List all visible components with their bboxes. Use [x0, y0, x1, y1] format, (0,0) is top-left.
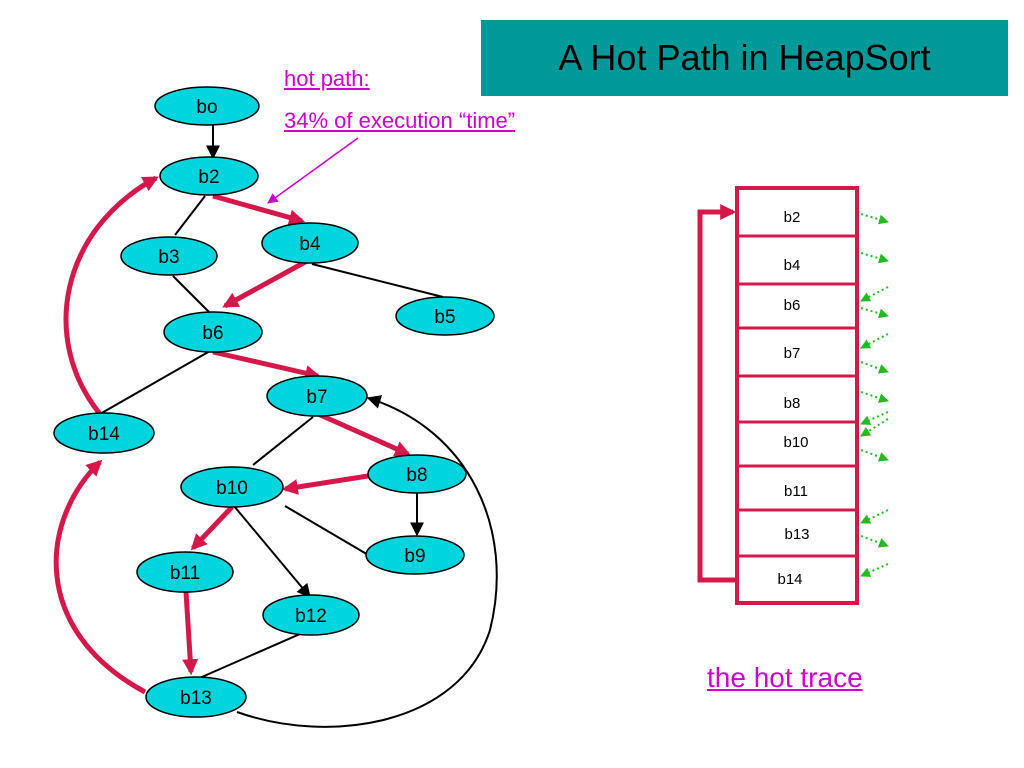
svg-text:b11: b11: [170, 563, 200, 584]
trace-block-8: b13: [784, 526, 809, 543]
svg-text:b9: b9: [404, 546, 425, 567]
node-b6: b6: [163, 311, 263, 353]
hot-edge-b6-b7: [212, 349, 322, 381]
hot-edge-b2-b4: [212, 193, 306, 226]
svg-text:b5: b5: [434, 307, 455, 328]
node-b9: b9: [365, 535, 465, 575]
hot-trace: b2 b4 b6 b7 b8 b10 b11 b13 b14: [697, 186, 889, 605]
node-b2: b2: [159, 156, 259, 196]
svg-text:bo: bo: [196, 97, 217, 118]
svg-text:b14: b14: [88, 424, 120, 445]
svg-text:b3: b3: [158, 247, 179, 268]
slide-title: A Hot Path in HeapSort: [558, 37, 931, 78]
svg-text:b13: b13: [180, 688, 212, 709]
hot-edges: [53, 175, 411, 695]
cold-edges: [99, 124, 498, 728]
edge-b13-b7: [236, 395, 498, 728]
svg-text:b10: b10: [216, 478, 248, 499]
trace-block-7: b11: [784, 483, 808, 500]
trace-dividers: [737, 234, 857, 558]
edge-b3-b6: [172, 275, 210, 313]
trace-block-2: b4: [784, 257, 801, 274]
node-b13: b13: [145, 676, 247, 718]
trace-block-5: b8: [784, 395, 801, 412]
trace-block-6: b10: [783, 434, 808, 451]
hot-edge-b11-b13: [182, 591, 199, 676]
hot-edge-b8-b10: [281, 473, 369, 495]
node-b14: b14: [53, 412, 155, 454]
hot-edge-b10-b11: [190, 505, 234, 551]
node-b11: b11: [136, 551, 234, 593]
node-b7: b7: [266, 375, 368, 417]
node-b3: b3: [120, 236, 218, 276]
edge-b2-b3: [174, 195, 206, 236]
hot-path-pointer: [267, 137, 359, 204]
svg-text:b7: b7: [306, 387, 327, 408]
svg-text:b2: b2: [198, 167, 219, 188]
edge-b4-b5: [311, 263, 444, 298]
svg-text:b4: b4: [299, 234, 321, 255]
edge-b10-b9: [284, 505, 371, 557]
trace-loop-back-arrow: [697, 203, 737, 583]
edge-b12-b13: [194, 633, 301, 681]
trace-side-arrows: [860, 213, 889, 577]
edge-b10-b12: [233, 505, 311, 599]
node-b8: b8: [367, 454, 467, 494]
node-b5: b5: [395, 296, 495, 336]
hot-edge-b4-b6: [222, 258, 309, 309]
edge-b7-b10: [252, 416, 314, 466]
hot-edge-b13-b14: [53, 459, 147, 695]
hot-edge-b7-b8: [316, 411, 411, 457]
trace-block-3: b6: [784, 297, 801, 314]
edge-b6-b14: [99, 350, 211, 415]
hot-path-percentage: 34% of execution “time”: [284, 108, 516, 133]
node-b12: b12: [262, 594, 360, 636]
trace-block-1: b2: [784, 209, 801, 226]
hot-path-label: hot path:: [284, 66, 370, 91]
node-b4: b4: [261, 222, 359, 264]
svg-text:b6: b6: [202, 323, 223, 344]
trace-block-9: b14: [777, 571, 802, 588]
hot-trace-caption: the hot trace: [707, 662, 863, 693]
svg-text:b12: b12: [295, 606, 327, 627]
svg-text:b8: b8: [406, 465, 427, 486]
hot-edge-b14-b2: [63, 175, 159, 416]
trace-box: [735, 186, 859, 605]
node-bo: bo: [154, 86, 260, 126]
trace-block-4: b7: [784, 345, 801, 362]
node-b10: b10: [180, 466, 284, 508]
title-banner: A Hot Path in HeapSort: [481, 20, 1008, 96]
